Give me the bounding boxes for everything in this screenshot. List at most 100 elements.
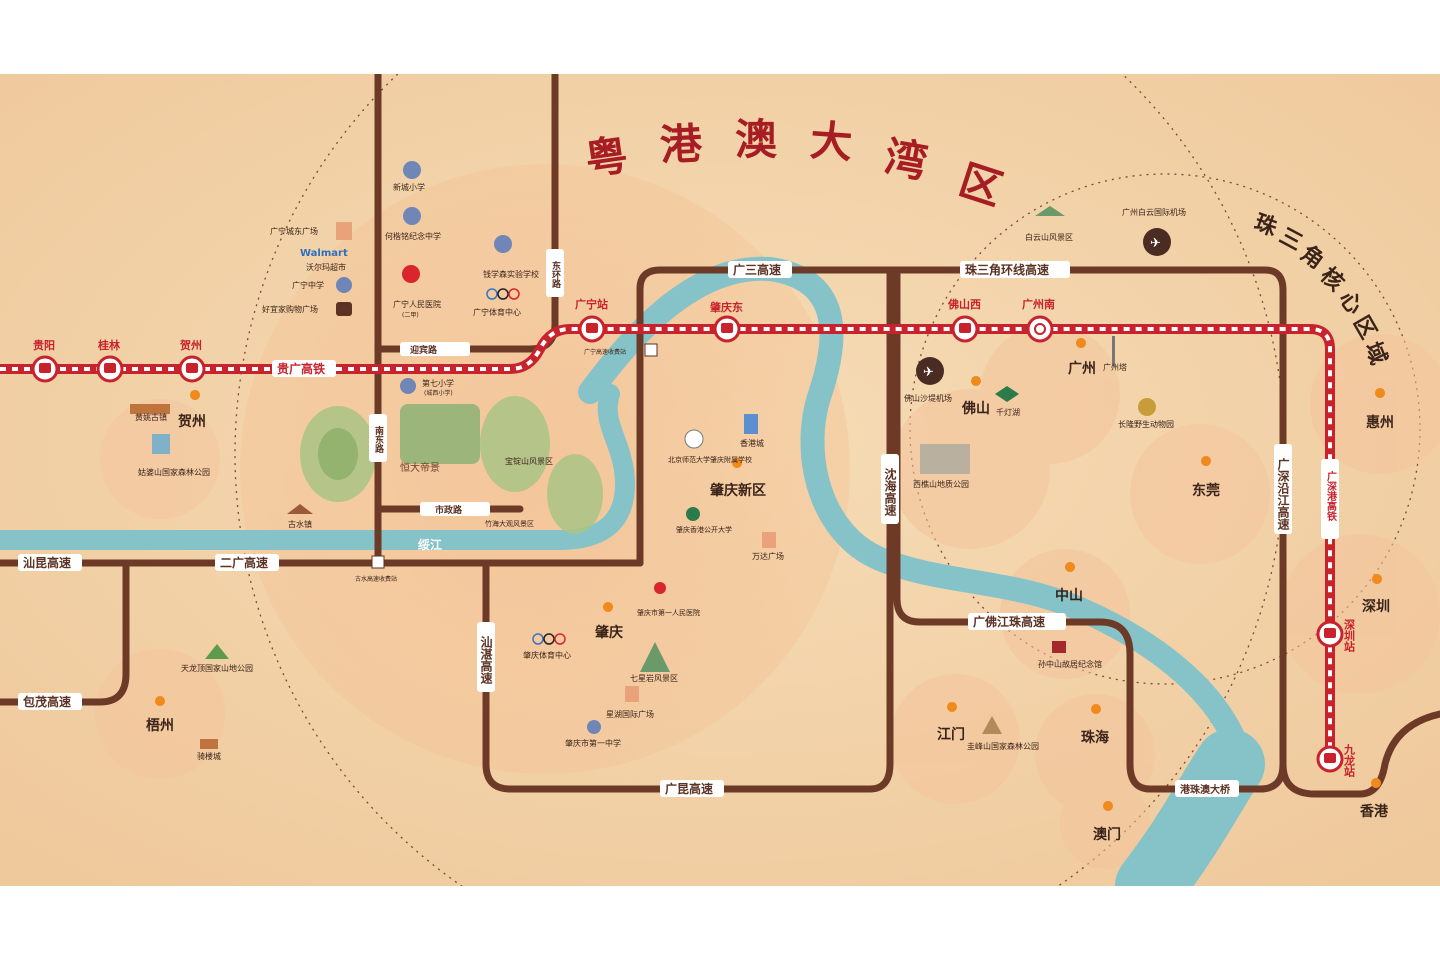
title-char-4: 湾 [881,132,931,188]
city-label-zhuhai: 珠海 [1081,729,1109,746]
station-label-hezhou: 贺州 [179,338,202,352]
poi-zq-no1-middle: 肇庆市第一中学 [565,738,621,748]
cities: 贺州 梧州 肇庆 肇庆新区 佛山 广州 东莞 惠州 [146,338,1394,843]
poi-xincheng-school: 新城小学 [393,182,425,192]
poi-canton-tower: 广州塔 [1103,362,1127,372]
poi-haoyijia: 好宜家购物广场 [262,304,318,314]
poi-first-hospital: 肇庆市第一人民医院 [637,608,700,617]
poi-sun-memorial: 孙中山故居纪念馆 [1038,659,1102,669]
school-icon [587,720,601,734]
road-labels: 广三高速 珠三角环线高速 汕昆高速 二广高速 包茂高速 广昆高速 广佛江珠高速 … [18,261,1239,797]
poi-qixingyan: 七星岩风景区 [630,673,678,683]
city-label-shenzhen: 深圳 [1362,598,1390,615]
waterfall-icon [152,434,170,454]
city-huizhou[interactable]: 惠州 [1366,388,1394,431]
gate-icon [130,404,170,414]
poi-bnu-school: 北京师范大学肇庆附属学校 [668,455,752,464]
road-label-shenhai: 沈海高速 [883,467,897,517]
city-halos [95,324,1440,869]
poi-zq-sports: 肇庆体育中心 [523,650,571,660]
city-label-jiangmen: 江门 [937,726,965,743]
school-icon [336,277,352,293]
city-zhaoqing[interactable]: 肇庆 [595,601,623,641]
station-hezhou[interactable]: 贺州 [178,338,206,383]
lake-icon [995,386,1019,402]
city-label-guangzhou: 广州 [1068,360,1096,377]
baomao-road [0,559,130,706]
city-hezhou[interactable]: 贺州 [177,390,206,430]
school-icon [400,378,416,394]
poi-xinghu-plaza: 星湖国际广场 [606,709,654,719]
city-label-zhaoqing-new: 肇庆新区 [710,482,766,499]
city-label-xianggang: 香港 [1359,803,1389,820]
road-label-guangsan: 广三高速 [733,262,781,277]
poi-shadi-airport: 佛山沙堤机场 [904,393,952,403]
city-dongguan[interactable]: 东莞 [1192,456,1220,499]
school-icon [403,161,421,179]
station-label-jiulong: 九龙站 [1343,743,1357,778]
poi-guposhan: 姑婆山国家森林公园 [138,467,210,477]
road-label-shankun: 汕昆高速 [23,555,71,570]
station-zhaoqingdong[interactable]: 肇庆东 [709,300,743,343]
station-guilin[interactable]: 桂林 [96,338,124,383]
station-guangning[interactable]: 广宁站 [575,297,608,343]
mountain-icon [920,444,970,474]
city-jiangmen[interactable]: 江门 [937,702,965,743]
memorial-icon [1052,641,1066,653]
green-hills [300,396,603,534]
airplane-glyph: ✈ [923,365,934,380]
airplane-glyph: ✈ [1150,236,1161,251]
title-char-2: 澳 [735,115,778,164]
airplane-icon[interactable] [916,357,944,385]
mountain-icon [640,642,670,672]
pearl-estuary [1115,729,1265,886]
hospital-icon [654,582,666,594]
poi-xiqiao: 西樵山地质公园 [913,479,969,489]
city-zhuhai[interactable]: 珠海 [1081,704,1109,746]
station-guiyang[interactable]: 贵阳 [31,338,59,383]
city-label-zhongshan: 中山 [1055,587,1083,604]
station-shenzhen[interactable]: 深圳站 [1316,618,1356,653]
poi-huangyao: 黄姚古镇 [135,412,167,422]
title-char-0: 粤 [582,130,630,184]
road-label-guiguang: 贵广高铁 [277,361,325,376]
road-label-erguang: 二广高速 [220,555,268,570]
toll-icon [371,555,385,569]
station-foshanxi[interactable]: 佛山西 [947,297,981,343]
building-icon [744,414,758,434]
city-xianggang[interactable]: 香港 [1359,778,1389,820]
station-jiulong[interactable]: 九龙站 [1316,743,1357,778]
rail-network [0,324,1335,764]
city-wuzhou[interactable]: 梧州 [146,696,174,734]
city-zhaoqing-new[interactable]: 肇庆新区 [710,458,766,499]
project-estate-image [400,404,480,464]
poi-baiyunshan: 白云山风景区 [1025,232,1073,242]
city-foshan[interactable]: 佛山 [961,376,990,417]
city-label-hezhou: 贺州 [177,413,206,430]
station-label-guangzhounan: 广州南 [1022,297,1055,311]
station-label-shenzhen: 深圳站 [1343,618,1356,653]
poi-baiyun-airport: 广州白云国际机场 [1122,207,1186,217]
poi-guangning-middle: 广宁中学 [292,280,324,290]
vertical-road-labels: 汕湛高速 沈海高速 广深沿江高速 广深港高铁 南东路 东环路 [369,249,1339,692]
stations: 贵阳 桂林 贺州 广宁站 肇庆东 佛山西 [31,297,1357,778]
poi-guifengshan: 圭峰山国家森林公园 [967,741,1039,751]
building-icon [625,686,639,702]
airplane-icon[interactable] [1143,228,1171,256]
road-label-yingbin: 迎宾路 [410,344,438,356]
station-guangzhounan[interactable]: 广州南 [1022,297,1055,343]
poi-hospital-sub: (二甲) [402,312,419,319]
city-guangzhou[interactable]: 广州 [1068,338,1096,377]
city-aomen[interactable]: 澳门 [1093,801,1121,843]
poi-bamboo-sea: 竹海大观风景区 [485,519,534,528]
poi-no7-school-sub: (城西小学) [424,389,453,397]
road-label-shizheng: 市政路 [435,504,463,516]
mountain-icon [1035,206,1065,216]
school-icon [494,235,512,253]
poi-walmart: 沃尔玛超市 [306,262,346,272]
poi-qilou: 骑楼城 [197,751,221,761]
university-icon [686,507,700,521]
city-shenzhen[interactable]: 深圳 [1362,574,1390,615]
poi-hejiaming: 何楷铭纪念中学 [385,231,441,241]
city-zhongshan[interactable]: 中山 [1055,562,1083,604]
